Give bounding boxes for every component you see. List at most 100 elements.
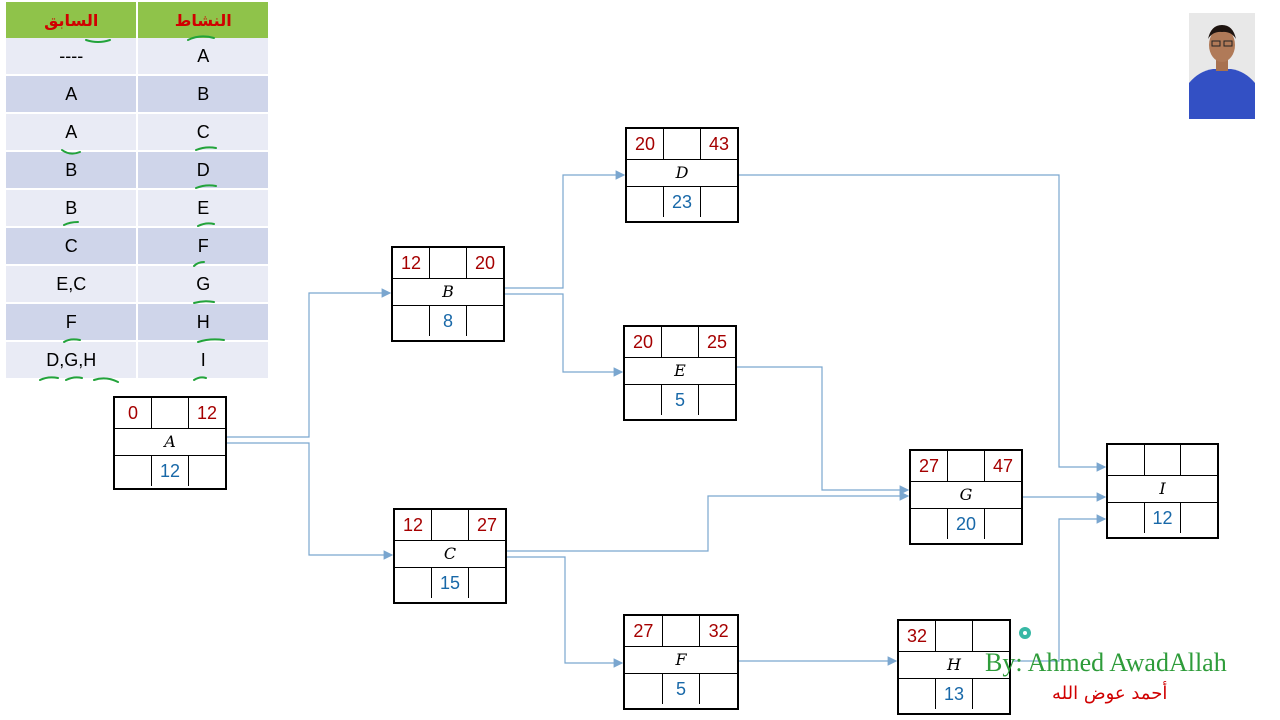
ef-value [973, 621, 1009, 651]
activity-label: E [625, 357, 735, 385]
es-value: 20 [625, 327, 662, 357]
activity-cell: D [137, 151, 270, 190]
activity-label: I [1108, 475, 1217, 503]
empty-cell [899, 679, 936, 709]
presenter-photo [1189, 13, 1255, 119]
empty-cell [1181, 503, 1217, 533]
node-h: 32 H 13 [897, 619, 1011, 715]
ef-value [1181, 445, 1217, 475]
duration-value: 5 [663, 674, 701, 704]
es-value: 27 [625, 616, 663, 646]
es-value [1108, 445, 1145, 475]
empty-cell [467, 306, 503, 336]
activity-label: B [393, 278, 503, 306]
predecessor-cell: A [6, 75, 139, 114]
es-value: 0 [115, 398, 152, 428]
arrow-a-c [227, 442, 394, 560]
empty-cell [664, 129, 701, 159]
activity-cell: G [137, 265, 270, 304]
ef-value: 25 [706, 332, 728, 352]
empty-cell [662, 327, 699, 357]
duration-value: 23 [664, 187, 701, 217]
activity-label: C [395, 540, 505, 568]
node-i: I 12 [1106, 443, 1219, 539]
activity-cell: E [137, 189, 270, 228]
person-icon [1189, 13, 1255, 119]
empty-cell [625, 385, 662, 415]
ef-value: 47 [992, 456, 1014, 476]
duration-value: 12 [152, 456, 189, 486]
empty-cell [936, 621, 973, 651]
activity-cell: F [137, 227, 270, 266]
empty-cell [627, 187, 664, 217]
activity-label: G [911, 481, 1021, 509]
es-value: 20 [627, 129, 664, 159]
activity-cell: C [137, 113, 270, 152]
empty-cell [395, 568, 432, 598]
empty-cell [663, 616, 701, 646]
author-english: By: Ahmed AwadAllah [985, 648, 1227, 677]
predecessor-cell: F [6, 303, 139, 342]
arrow-b-e [505, 293, 624, 377]
ef-value: 32 [708, 621, 729, 641]
predecessor-cell: C [6, 227, 139, 266]
empty-cell [1108, 503, 1145, 533]
author-arabic: أحمد عوض الله [1052, 683, 1168, 704]
empty-cell [430, 248, 467, 278]
predecessor-cell: B [6, 151, 139, 190]
handwritten-underlines [39, 35, 225, 383]
ef-value: 43 [708, 134, 730, 154]
duration-value: 5 [662, 385, 699, 415]
arrow-c-g [507, 491, 910, 552]
empty-cell [432, 510, 469, 540]
empty-cell [948, 451, 985, 481]
arrow-b-d [505, 170, 626, 289]
empty-cell [973, 679, 1009, 709]
activity-cell: B [137, 75, 270, 114]
empty-cell [1145, 445, 1182, 475]
duration-value: 13 [936, 679, 973, 709]
activity-cell: A [137, 38, 270, 76]
empty-cell [699, 385, 735, 415]
activity-label: D [627, 159, 737, 187]
empty-cell [701, 187, 737, 217]
node-e: 20 25 E 5 [623, 325, 737, 421]
cursor-indicator [1019, 627, 1031, 639]
node-d: 20 43 D 23 [625, 127, 739, 223]
empty-cell [393, 306, 430, 336]
ef-value: 20 [474, 253, 496, 273]
activity-label: A [115, 428, 225, 456]
predecessor-cell: ---- [6, 38, 139, 76]
arrow-a-b [227, 288, 392, 438]
es-value: 12 [393, 248, 430, 278]
arrow-d-i [739, 174, 1107, 472]
header-predecessor: السابق [6, 2, 139, 38]
duration-value: 15 [432, 568, 469, 598]
empty-cell [985, 509, 1021, 539]
arrow-h-i [1012, 514, 1107, 662]
header-activity: النشاط [137, 2, 270, 38]
empty-cell [469, 568, 505, 598]
predecessor-cell: A [6, 113, 139, 152]
table-header-row: السابق النشاط [6, 2, 270, 38]
empty-cell [700, 674, 737, 704]
activity-label: H [899, 651, 1009, 679]
arrow-e-g [737, 366, 910, 495]
es-value: 32 [899, 621, 936, 651]
predecessor-cell: E,C [6, 265, 139, 304]
table-row: ----A [6, 38, 270, 76]
empty-cell [115, 456, 152, 486]
